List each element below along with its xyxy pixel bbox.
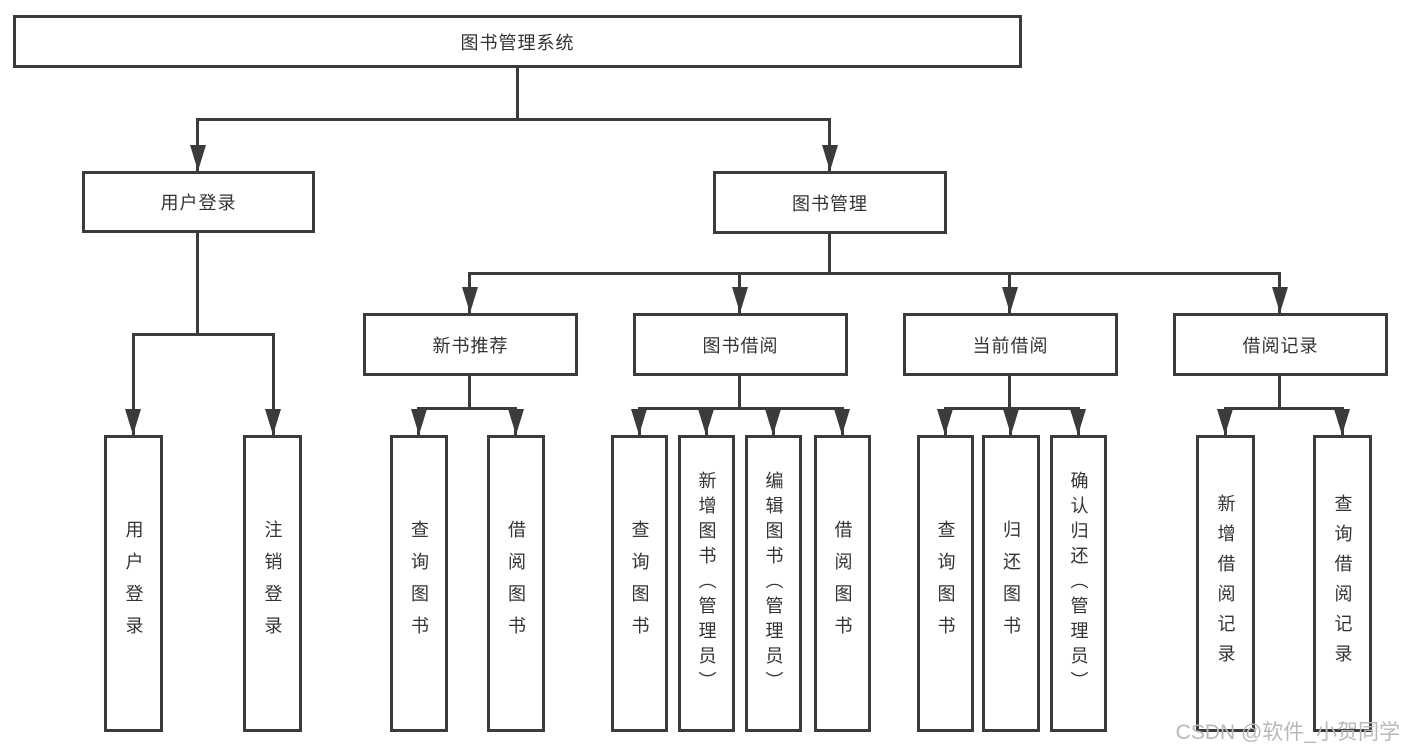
leaf-bb-edit-books-admin-label: 编辑图书（管理员） — [763, 471, 784, 696]
connector-user-login-branch — [132, 333, 275, 336]
leaf-bb-query-books: 查询图书 — [611, 435, 668, 732]
leaf-cb-confirm-return-admin: 确认归还（管理员） — [1050, 435, 1107, 732]
connector-book-mgmt-branch — [468, 272, 1281, 275]
node-book-management: 图书管理 — [713, 171, 947, 234]
node-user-login-label: 用户登录 — [160, 193, 237, 213]
node-new-book-recommend: 新书推荐 — [363, 313, 578, 376]
node-user-login: 用户登录 — [82, 171, 315, 233]
connector-user-login-stem — [196, 233, 199, 333]
arrow-down-login-leaf — [125, 409, 141, 435]
connector-root-drop-left — [196, 118, 199, 171]
leaf-cb-query-books: 查询图书 — [917, 435, 974, 732]
arrow-down-nb-query — [411, 409, 427, 435]
node-current-borrow-label: 当前借阅 — [972, 335, 1049, 356]
arrow-down-bb-borrow — [834, 409, 850, 435]
arrow-down-new-book — [462, 287, 478, 313]
leaf-bb-borrow-books: 借阅图书 — [814, 435, 871, 732]
leaf-br-query-record: 查询借阅记录 — [1313, 435, 1372, 732]
leaf-user-login-label: 用户登录 — [123, 519, 144, 648]
leaf-cb-return-books-label: 归还图书 — [1001, 519, 1021, 648]
leaf-nb-borrow-books-label: 借阅图书 — [506, 519, 526, 648]
arrow-down-book-borrow — [732, 287, 748, 313]
connector-borrow-records-branch — [1224, 407, 1344, 410]
leaf-cb-confirm-return-admin-label: 确认归还（管理员） — [1068, 471, 1089, 696]
arrow-down-cb-query — [937, 409, 953, 435]
csdn-watermark: CSDN @软件_小贺同学 — [1175, 721, 1400, 744]
arrow-down-user-login — [190, 145, 206, 171]
leaf-br-add-record: 新增借阅记录 — [1196, 435, 1255, 732]
connector-new-book-stem — [468, 376, 471, 407]
connector-book-borrow-stem — [738, 376, 741, 407]
leaf-logout-label: 注销登录 — [262, 519, 283, 648]
connector-book-mgmt-stem — [828, 234, 831, 272]
connector-root-branch — [196, 118, 831, 121]
leaf-br-add-record-label: 新增借阅记录 — [1215, 493, 1236, 674]
node-borrow-records-label: 借阅记录 — [1242, 335, 1319, 356]
node-current-borrow: 当前借阅 — [903, 313, 1118, 376]
arrow-down-br-add — [1217, 409, 1233, 435]
leaf-cb-query-books-label: 查询图书 — [935, 519, 956, 648]
connector-borrow-records-stem — [1278, 376, 1281, 407]
connector-new-book-branch — [417, 407, 517, 410]
leaf-nb-query-books-label: 查询图书 — [409, 519, 429, 648]
leaf-logout: 注销登录 — [243, 435, 302, 732]
leaf-bb-add-books-admin-label: 新增图书（管理员） — [696, 471, 717, 696]
arrow-down-cb-confirm — [1070, 409, 1086, 435]
connector-book-borrow-branch — [638, 407, 844, 410]
connector-root-drop-right — [828, 118, 831, 171]
node-book-management-label: 图书管理 — [792, 193, 868, 214]
leaf-bb-query-books-label: 查询图书 — [629, 519, 650, 648]
leaf-br-query-record-label: 查询借阅记录 — [1332, 493, 1353, 674]
leaf-bb-add-books-admin: 新增图书（管理员） — [678, 435, 735, 732]
node-library-system-label: 图书管理系统 — [460, 32, 575, 53]
connector-current-borrow-stem — [1008, 376, 1011, 407]
leaf-cb-return-books: 归还图书 — [982, 435, 1040, 732]
arrow-down-cb-return — [1003, 409, 1019, 435]
arrow-down-bb-edit — [765, 409, 781, 435]
leaf-bb-borrow-books-label: 借阅图书 — [832, 519, 853, 648]
connector-user-login-drop-2 — [272, 333, 275, 435]
node-new-book-recommend-label: 新书推荐 — [432, 335, 509, 356]
leaf-nb-query-books: 查询图书 — [390, 435, 448, 732]
leaf-nb-borrow-books: 借阅图书 — [487, 435, 545, 732]
node-borrow-records: 借阅记录 — [1173, 313, 1388, 376]
arrow-down-logout-leaf — [265, 409, 281, 435]
arrow-down-current-borrow — [1002, 287, 1018, 313]
leaf-bb-edit-books-admin: 编辑图书（管理员） — [745, 435, 802, 732]
connector-root-stem — [516, 68, 519, 118]
arrow-down-book-management — [822, 145, 838, 171]
node-library-system: 图书管理系统 — [13, 15, 1022, 68]
arrow-down-borrow-records — [1272, 287, 1288, 313]
arrow-down-nb-borrow — [508, 409, 524, 435]
node-book-borrow: 图书借阅 — [633, 313, 848, 376]
leaf-user-login: 用户登录 — [104, 435, 163, 732]
connector-user-login-drop-1 — [132, 333, 135, 435]
arrow-down-bb-add — [698, 409, 714, 435]
arrow-down-bb-query — [631, 409, 647, 435]
node-book-borrow-label: 图书借阅 — [702, 335, 779, 356]
arrow-down-br-query — [1334, 409, 1350, 435]
